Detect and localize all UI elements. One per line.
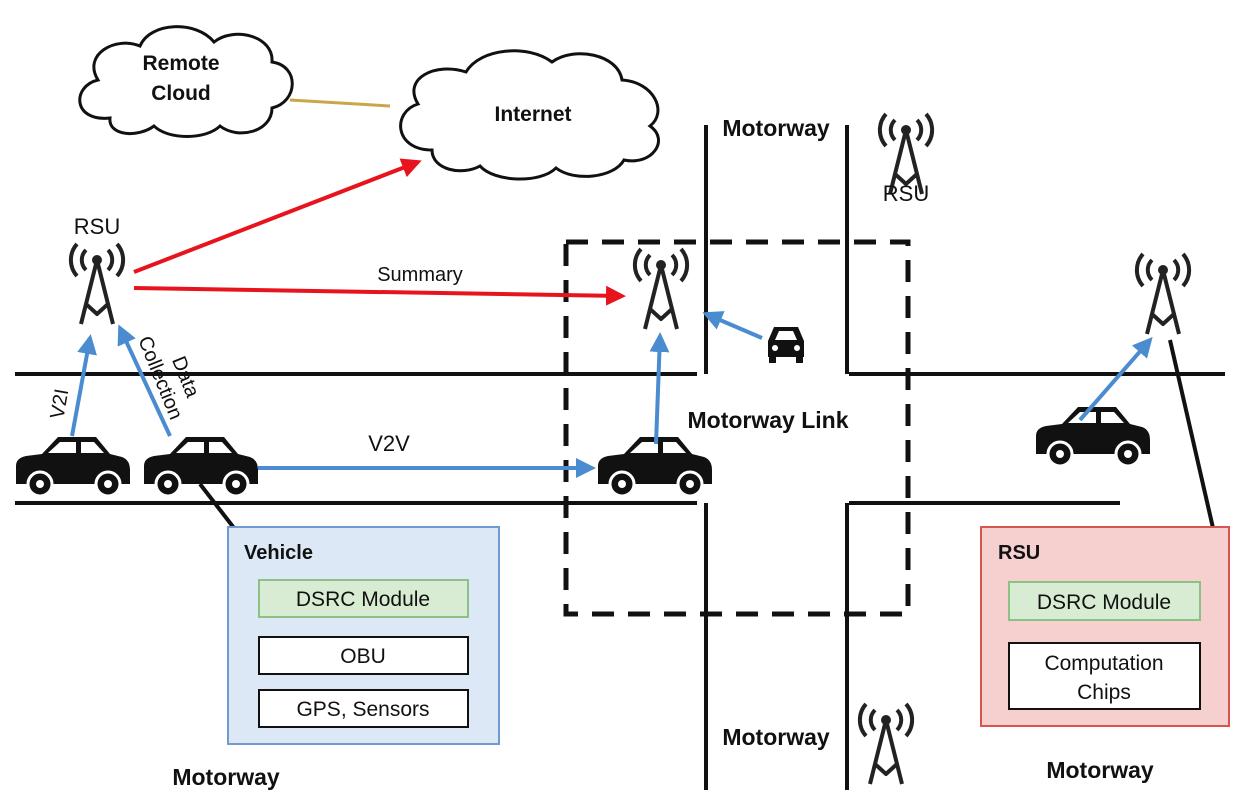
car-4-icon (1034, 405, 1152, 468)
internet-label: Internet (494, 103, 571, 126)
v2i-label: V2I (46, 387, 73, 420)
rsu-top-right-label: RSU (883, 181, 929, 206)
rsu-chips-label: Chips (1077, 681, 1131, 704)
vehicle-dsrc-label: DSRC Module (296, 588, 430, 611)
summary-label: Summary (377, 264, 463, 286)
motorway-top-label: Motorway (722, 115, 830, 141)
car-to-center-rsu-link (649, 332, 670, 445)
car-to-right-rsu-link (1078, 336, 1153, 422)
car-1-icon (14, 435, 132, 498)
front-car-to-rsu-link (702, 311, 763, 340)
road-lines (15, 125, 1225, 790)
rsu-to-internet-link (133, 158, 422, 274)
vehicle-obu-label: OBU (340, 645, 386, 668)
rsu-center-tower-icon (632, 247, 690, 331)
rsu-box-connector (1168, 339, 1215, 529)
motorway-bottom-right-label: Motorway (1046, 757, 1154, 783)
vehicle-dsrc-module (258, 579, 469, 618)
motorway-link-label: Motorway Link (687, 407, 848, 433)
vehicle-obu (258, 636, 469, 675)
internet-cloud: Internet (399, 49, 660, 181)
car-front-icon (768, 327, 804, 363)
rsu-bottom-tower-icon (857, 702, 915, 786)
motorway-bottom-center-label: Motorway (722, 724, 830, 750)
rsu-left-label: RSU (74, 214, 120, 239)
rsu-dsrc-module (1008, 581, 1201, 621)
rsu-computation-chips (1008, 642, 1201, 710)
remote-cloud-label-1: Remote (142, 52, 219, 75)
data-collection-link (117, 324, 172, 437)
cloud-connection (289, 98, 391, 108)
vehicle-gps-label: GPS, Sensors (296, 698, 429, 721)
v2i-link (70, 334, 97, 437)
rsu-box-title: RSU (998, 542, 1040, 564)
car-3-icon (596, 435, 714, 498)
motorway-bottom-left-label: Motorway (172, 764, 280, 790)
rsu-left-tower-icon (68, 242, 126, 326)
rsu-dsrc-label: DSRC Module (1037, 591, 1171, 614)
rsu-right-tower-icon (1134, 252, 1192, 336)
vehicle-gps-sensors (258, 689, 469, 728)
v2v-label: V2V (368, 431, 410, 456)
rsu-computation-label: Computation (1044, 652, 1163, 675)
rsu-detail-box: RSU DSRC Module Computation Chips (980, 526, 1230, 727)
vehicle-detail-box: Vehicle DSRC Module OBU GPS, Sensors (227, 526, 500, 745)
vehicle-box-connector (198, 482, 236, 530)
remote-cloud: Remote Cloud (78, 25, 294, 138)
summary-link (133, 285, 626, 306)
vehicle-box-title: Vehicle (244, 542, 313, 564)
motorway-link-region (563, 239, 911, 617)
remote-cloud-label-2: Cloud (151, 82, 210, 105)
